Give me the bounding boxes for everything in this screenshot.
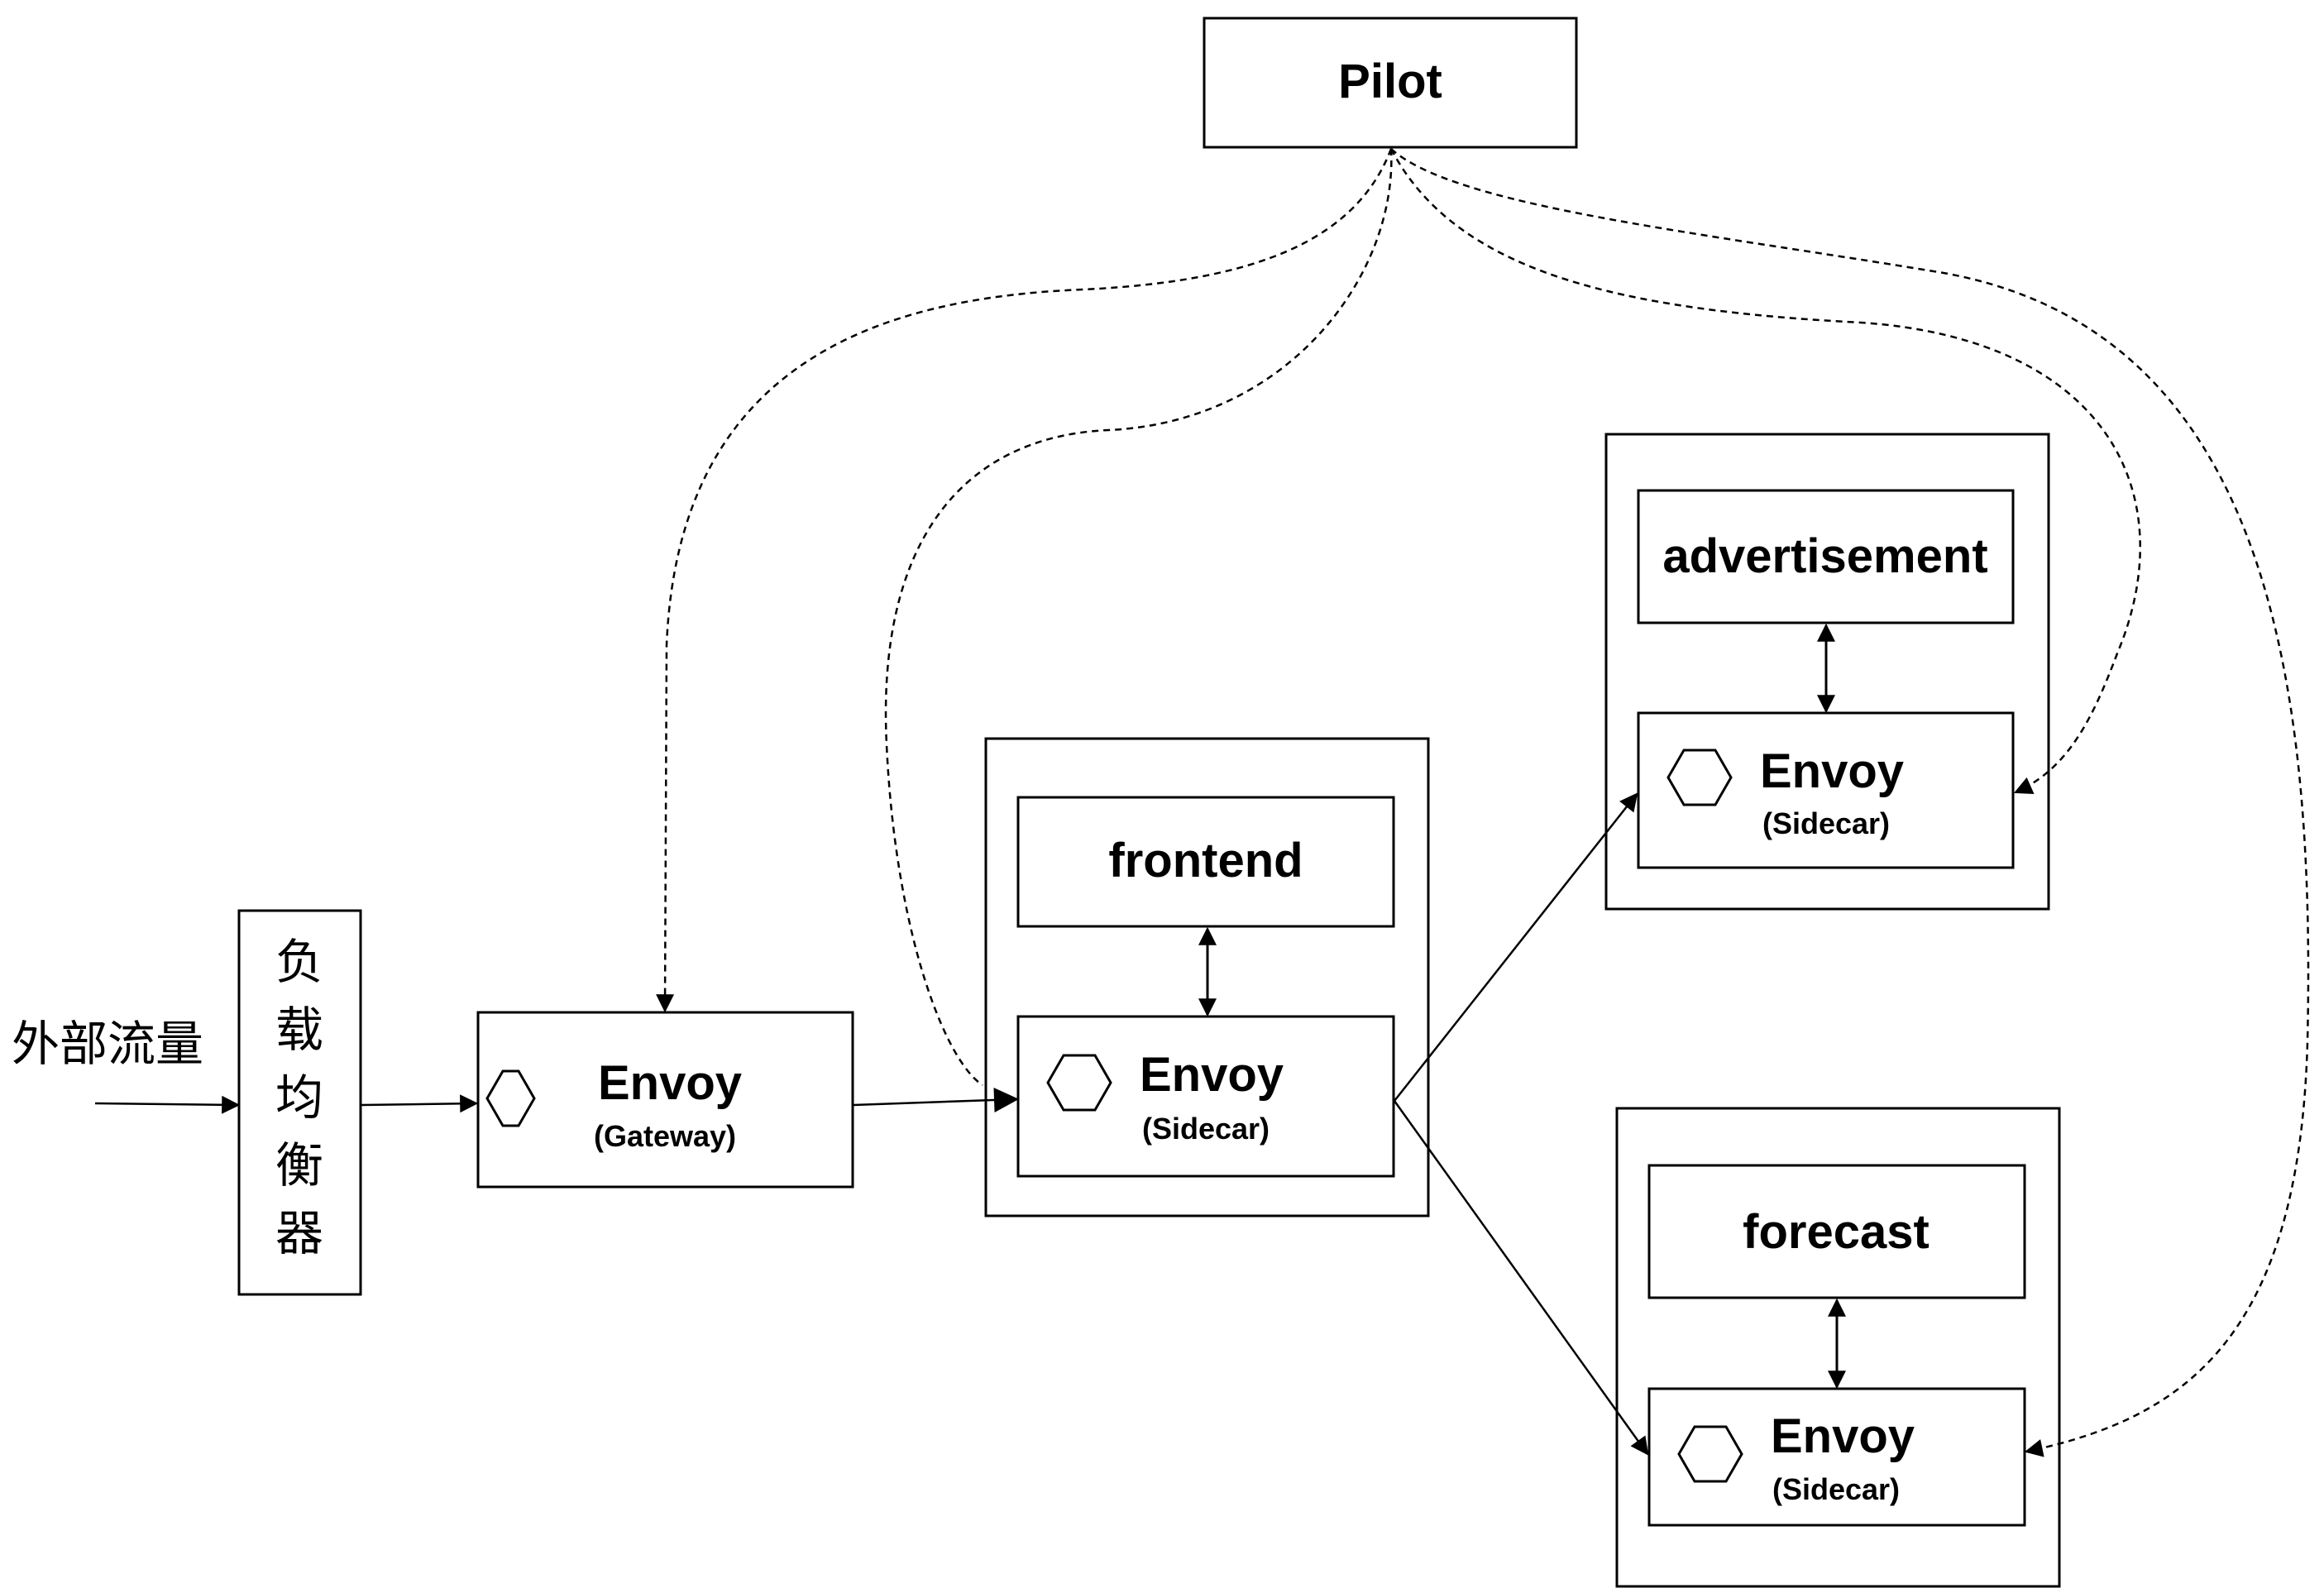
load-balancer-char: 负: [275, 934, 323, 990]
pilot-to-advertisement-dashed: [1389, 148, 2141, 794]
gateway-envoy-subtitle: (Gateway): [594, 1119, 736, 1153]
forecast-service-label: forecast: [1743, 1205, 1929, 1259]
forecast-service-node[interactable]: forecast: [1647, 1164, 2026, 1299]
load-balancer-char: 器: [275, 1205, 323, 1261]
gateway-envoy-node[interactable]: Envoy (Gateway): [476, 1011, 854, 1189]
pilot-label: Pilot: [1338, 55, 1442, 108]
frontend-envoy-subtitle: (Sidecar): [1142, 1112, 1270, 1146]
hexagon-icon: [1666, 749, 1733, 806]
pilot-to-gateway-dashed: [656, 148, 1393, 1013]
load-balancer-char: 均: [275, 1069, 323, 1126]
advertisement-pod: advertisement Envoy (Sidecar): [1604, 433, 2050, 911]
traffic-connectors: [94, 792, 1649, 1456]
forecast-pod: forecast Envoy (Sidecar): [1615, 1107, 2061, 1588]
frontend-envoy-node[interactable]: Envoy (Sidecar): [1016, 1015, 1395, 1178]
forecast-envoy-subtitle: (Sidecar): [1772, 1472, 1900, 1506]
advertisement-envoy-node[interactable]: Envoy (Sidecar): [1637, 711, 2015, 869]
external-traffic-label: 外部流量: [12, 1016, 203, 1072]
forecast-envoy-title: Envoy: [1771, 1409, 1915, 1463]
lb-to-gateway-arrow: [361, 1094, 479, 1113]
control-plane-connectors: [656, 148, 2310, 1457]
advertisement-service-label: advertisement: [1662, 529, 1987, 583]
frontend-service-label: frontend: [1108, 834, 1303, 887]
sidecar-links: [1198, 623, 1846, 1390]
gateway-to-frontend-arrow: [853, 1087, 1019, 1112]
advertisement-envoy-title: Envoy: [1760, 744, 1904, 798]
frontend-to-forecast-arrow: [1393, 1100, 1649, 1456]
pilot-to-forecast-dashed: [1390, 148, 2310, 1457]
advertisement-service-node[interactable]: advertisement: [1637, 489, 2015, 624]
hexagon-icon: [1677, 1425, 1743, 1483]
gateway-envoy-title: Envoy: [598, 1056, 742, 1110]
advertisement-envoy-subtitle: (Sidecar): [1762, 806, 1890, 840]
pilot-node[interactable]: Pilot: [1203, 17, 1578, 149]
frontend-envoy-title: Envoy: [1140, 1048, 1284, 1102]
forecast-envoy-node[interactable]: Envoy (Sidecar): [1647, 1387, 2026, 1527]
load-balancer-char: 衡: [275, 1137, 323, 1194]
frontend-service-node[interactable]: frontend: [1016, 796, 1395, 928]
pilot-to-frontend-dashed: [884, 148, 1393, 1087]
frontend-to-advertisement-arrow: [1394, 792, 1638, 1102]
external-to-lb-arrow: [94, 1095, 241, 1114]
load-balancer-char: 载: [275, 1002, 323, 1058]
hexagon-icon: [485, 1069, 536, 1127]
load-balancer-node[interactable]: 负 载 均 衡 器: [237, 909, 362, 1296]
hexagon-icon: [1046, 1054, 1112, 1112]
